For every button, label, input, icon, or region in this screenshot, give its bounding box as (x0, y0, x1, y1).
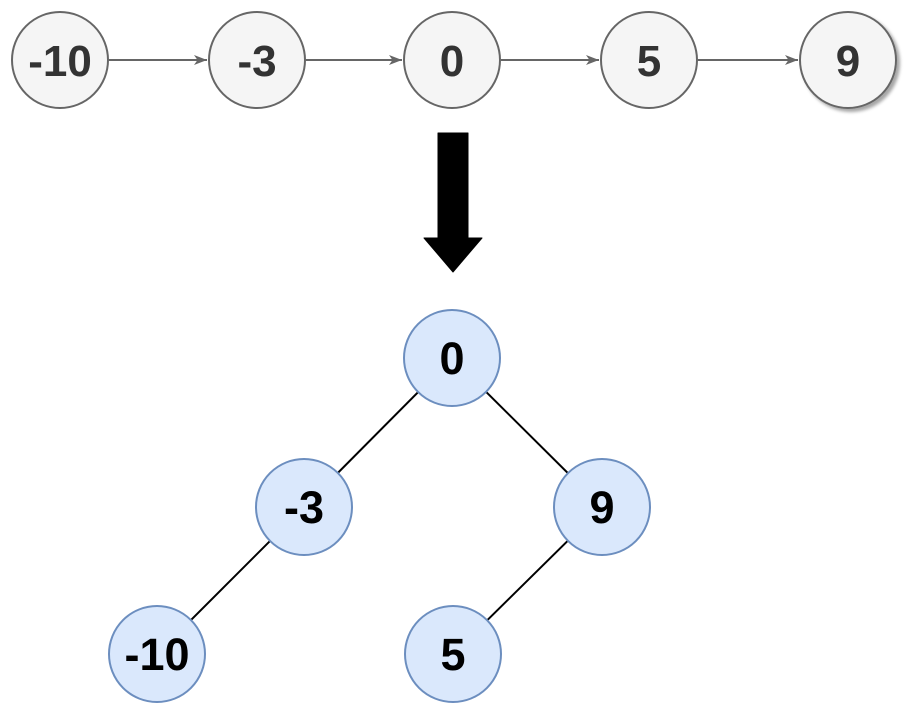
list-node-value: -3 (237, 37, 276, 86)
list-node-value: 5 (637, 37, 661, 86)
list-node-circle (403, 11, 501, 109)
tree-node-value: -10 (124, 629, 189, 680)
tree-node-circle (255, 458, 353, 556)
list-node: -3 (208, 11, 306, 109)
tree-node-circle (403, 309, 501, 407)
list-node-circle (208, 11, 306, 109)
tree-node-value: 0 (439, 333, 464, 384)
list-node-value: 9 (836, 37, 860, 86)
bst: 0 -3 9 -10 5 (108, 309, 651, 703)
tree-node-circle (404, 605, 502, 703)
tree-node: -3 (255, 458, 353, 556)
linked-list: -10 -3 0 5 9 (11, 11, 897, 109)
list-node-value: 0 (440, 37, 464, 86)
list-node-circle (600, 11, 698, 109)
list-node-circle (11, 11, 109, 109)
tree-node: 5 (404, 605, 502, 703)
tree-node-value: 5 (440, 629, 465, 680)
list-node: -10 (11, 11, 109, 109)
tree-node: 9 (553, 458, 651, 556)
list-node: 9 (799, 11, 897, 109)
list-node-value: -10 (28, 37, 92, 86)
tree-node-circle (108, 605, 206, 703)
tree-node: 0 (403, 309, 501, 407)
down-arrow-icon (423, 132, 483, 273)
list-node: 5 (600, 11, 698, 109)
tree-node: -10 (108, 605, 206, 703)
tree-node-circle (553, 458, 651, 556)
tree-node-value: -3 (284, 482, 324, 533)
list-node-circle (799, 11, 897, 109)
list-node: 0 (403, 11, 501, 109)
tree-node-value: 9 (589, 482, 614, 533)
